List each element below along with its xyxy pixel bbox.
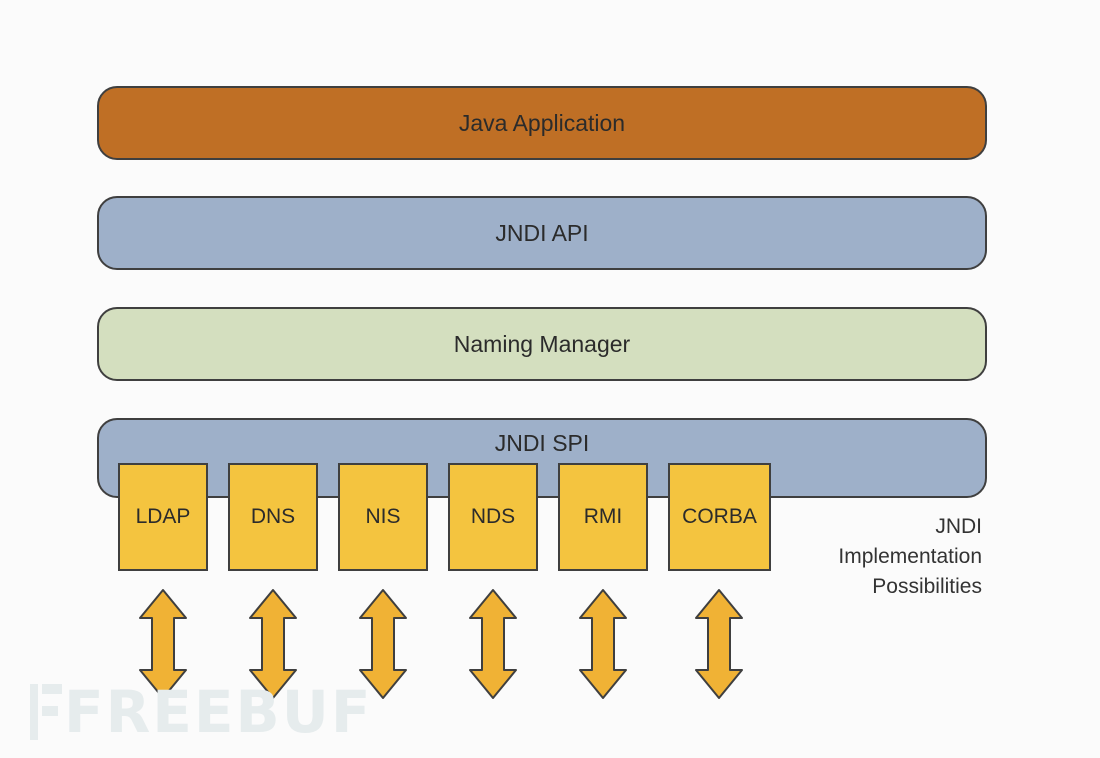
jndi-spi-label: JNDI SPI bbox=[494, 430, 590, 456]
corba-double-arrow-icon bbox=[695, 589, 743, 699]
nds-label: NDS bbox=[470, 505, 516, 528]
java-application-label: Java Application bbox=[458, 109, 626, 136]
nds-box: NDS bbox=[448, 463, 538, 571]
dns-box: DNS bbox=[228, 463, 318, 571]
java-application-layer: Java Application bbox=[97, 86, 987, 160]
caption-line-3: Possibilities bbox=[872, 575, 982, 598]
ldap-box: LDAP bbox=[118, 463, 208, 571]
naming-manager-label: Naming Manager bbox=[453, 330, 631, 357]
nds-double-arrow-icon bbox=[469, 589, 517, 699]
ldap-label: LDAP bbox=[135, 505, 191, 528]
ldap-double-arrow-icon bbox=[139, 589, 187, 699]
nis-double-arrow-icon bbox=[359, 589, 407, 699]
corba-label: CORBA bbox=[682, 505, 757, 528]
jndi-api-layer: JNDI API bbox=[97, 196, 987, 270]
rmi-label: RMI bbox=[583, 505, 623, 528]
nis-box: NIS bbox=[338, 463, 428, 571]
implementation-caption: JNDI Implementation Possibilities bbox=[800, 512, 982, 602]
rmi-box: RMI bbox=[558, 463, 648, 571]
rmi-double-arrow-icon bbox=[579, 589, 627, 699]
caption-line-2: Implementation bbox=[838, 545, 982, 568]
dns-double-arrow-icon bbox=[249, 589, 297, 699]
jndi-api-label: JNDI API bbox=[495, 219, 589, 246]
freebuf-watermark: FREEBUF bbox=[28, 680, 372, 744]
freebuf-logo-icon bbox=[30, 684, 62, 740]
corba-box: CORBA bbox=[668, 463, 771, 571]
freebuf-watermark-text: FREEBUF bbox=[64, 678, 373, 746]
caption-line-1: JNDI bbox=[935, 515, 982, 538]
nis-label: NIS bbox=[365, 505, 401, 528]
naming-manager-layer: Naming Manager bbox=[97, 307, 987, 381]
dns-label: DNS bbox=[250, 505, 296, 528]
